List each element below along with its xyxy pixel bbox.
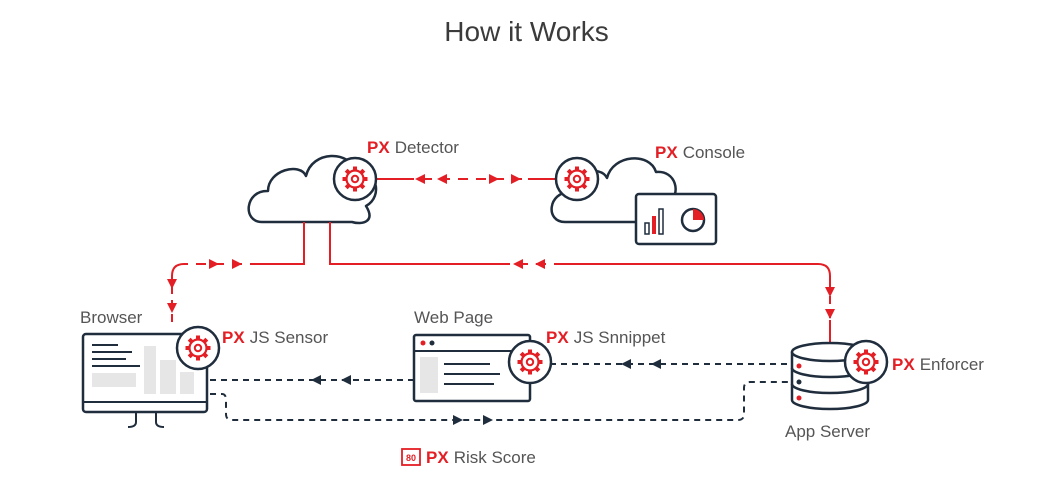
web-page-icon [412,333,532,403]
detector-enforcer-link [329,222,835,344]
risk-score-badge-icon: 80 [401,448,421,466]
risk-score-badge-value: 80 [406,453,416,463]
browser-monitor-icon [81,332,209,428]
js-sensor-gear-icon [175,325,221,371]
detector-browser-link [167,222,305,324]
browser-label: Browser [80,308,143,327]
detector-gear-icon [332,156,378,202]
diagram-title: How it Works [444,16,609,47]
enforcer-gear-icon [843,339,889,385]
browser-appserver-link [210,381,795,425]
chart-panel-icon [634,192,718,246]
js-snippet-gear-icon [507,339,553,385]
console-gear-icon [554,156,600,202]
enforcer-webpage-browser-link [210,359,795,385]
detector-console-link [376,174,556,184]
app-server-label: App Server [785,422,870,441]
web-page-label: Web Page [414,308,493,327]
